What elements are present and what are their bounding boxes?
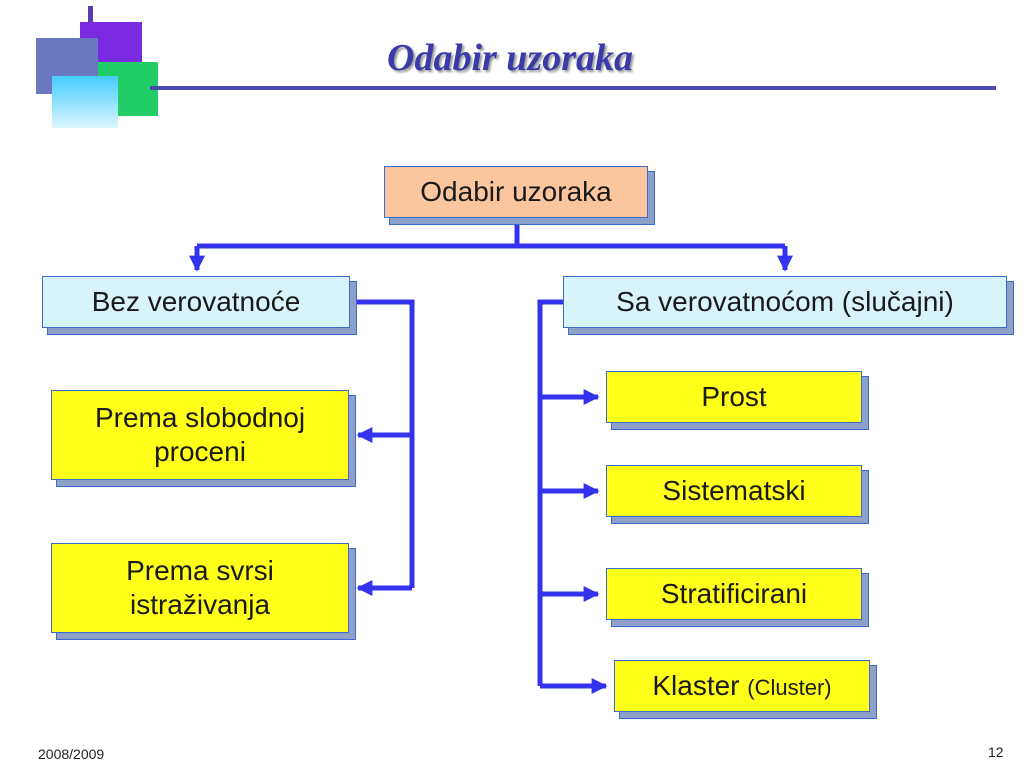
decorative-squares — [0, 0, 170, 130]
right-branch-box: Sa verovatnoćom (slučajni) — [563, 276, 1007, 328]
footer-year: 2008/2009 — [38, 746, 105, 762]
node-prost-label: Prost — [701, 381, 767, 413]
slide-title: Odabir uzoraka — [387, 37, 633, 79]
node-stratificirani: Stratificirani — [606, 568, 862, 620]
node-stratificirani-label: Stratificirani — [660, 578, 808, 610]
right-branch-bracket — [537, 299, 565, 686]
left-branch-bracket — [352, 299, 415, 588]
node-klaster: Klaster (Cluster) — [614, 660, 870, 712]
node-klaster-main: Klaster — [652, 670, 740, 702]
node-prema-svrsi-istrazivanja: Prema svrsi istraživanja — [51, 543, 349, 633]
node-prema-svrsi-istrazivanja-label: Prema svrsi istraživanja — [126, 555, 274, 620]
right-branch-label: Sa verovatnoćom (slučajni) — [616, 286, 954, 318]
node-prost: Prost — [606, 371, 862, 423]
title-underline — [150, 86, 996, 90]
node-prema-slobodnoj-proceni-label: Prema slobodnoj proceni — [94, 402, 306, 467]
node-prema-slobodnoj-proceni: Prema slobodnoj proceni — [51, 390, 349, 480]
deco-vertical-bar — [88, 6, 93, 36]
page-number: 12 — [988, 744, 1004, 760]
deco-cyan-square — [52, 76, 118, 128]
node-klaster-sub: (Cluster) — [747, 675, 832, 701]
root-box: Odabir uzoraka — [384, 166, 648, 218]
left-branch-box: Bez verovatnoće — [42, 276, 350, 328]
node-klaster-label: Klaster (Cluster) — [652, 669, 831, 703]
node-sistematski: Sistematski — [606, 465, 862, 517]
left-branch-label: Bez verovatnoće — [91, 286, 301, 318]
node-sistematski-label: Sistematski — [662, 475, 806, 507]
root-label: Odabir uzoraka — [420, 176, 612, 208]
